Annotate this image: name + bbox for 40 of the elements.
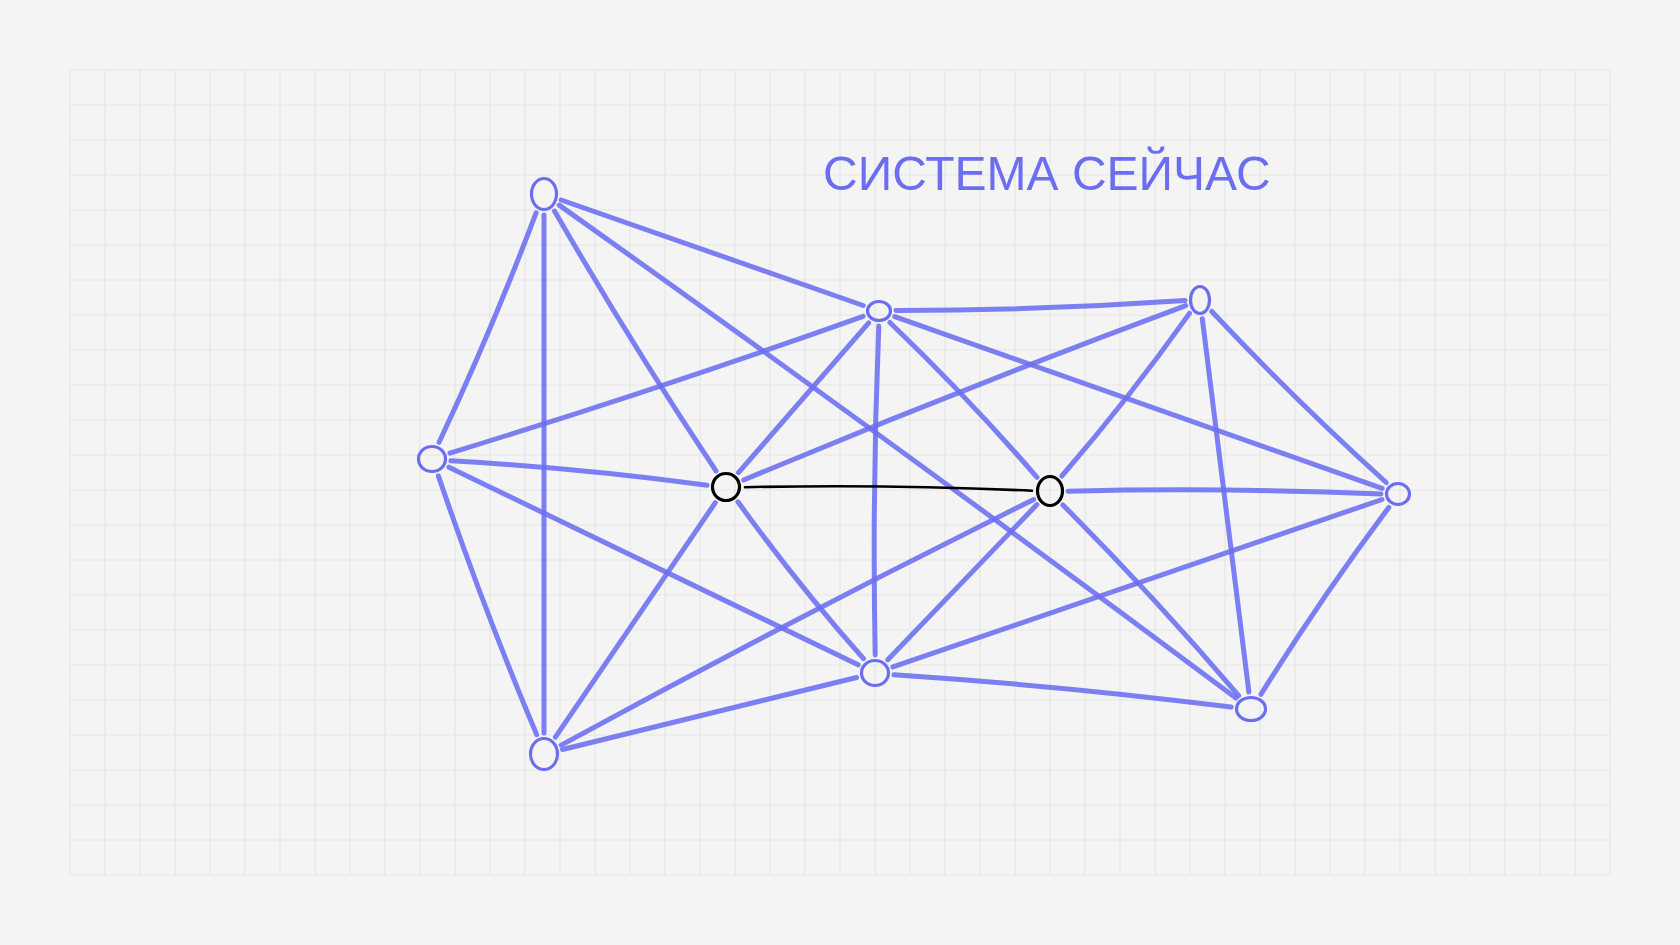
connector-line: [435, 473, 540, 738]
node-circle: [710, 471, 742, 503]
connector-line: [891, 672, 1234, 710]
connector-line: [1199, 316, 1252, 695]
connector-line: [541, 212, 547, 736]
connector-line: [447, 313, 866, 456]
connector-line: [1209, 309, 1389, 485]
node-circle: [1188, 284, 1212, 316]
connector-line: [741, 303, 1189, 483]
node-circle: [1384, 481, 1412, 507]
connector-line: [560, 675, 860, 752]
node-circle: [416, 444, 448, 474]
connector-line: [558, 197, 866, 308]
connector-line: [446, 464, 861, 668]
connector-line: [552, 208, 719, 474]
node-circle: [865, 299, 893, 323]
connector-line: [890, 497, 1385, 670]
connector-line: [892, 314, 1385, 491]
connector-line: [735, 499, 866, 662]
diagram-title: СИСТЕМА СЕЙЧАС: [823, 148, 1271, 201]
connector-line: [1258, 504, 1392, 697]
connector-line: [887, 320, 1040, 480]
connector-line: [893, 298, 1188, 313]
connector-line: [552, 500, 718, 740]
connector-line: [1065, 487, 1384, 497]
connector-line: [743, 484, 1034, 493]
node-circle: [1035, 474, 1065, 508]
connector-line: [885, 502, 1040, 663]
connector-line: [1060, 502, 1242, 699]
connector-line: [448, 458, 710, 488]
connector-line: [436, 210, 539, 445]
node-circle: [859, 658, 891, 688]
connector-line: [871, 323, 882, 658]
node-circle: [528, 736, 560, 772]
node-circle: [1234, 695, 1268, 723]
connector-line: [558, 497, 1037, 748]
connector-line: [556, 202, 1239, 701]
node-circle: [529, 176, 559, 212]
connector-line: [1059, 310, 1192, 479]
connector-line: [736, 320, 872, 476]
